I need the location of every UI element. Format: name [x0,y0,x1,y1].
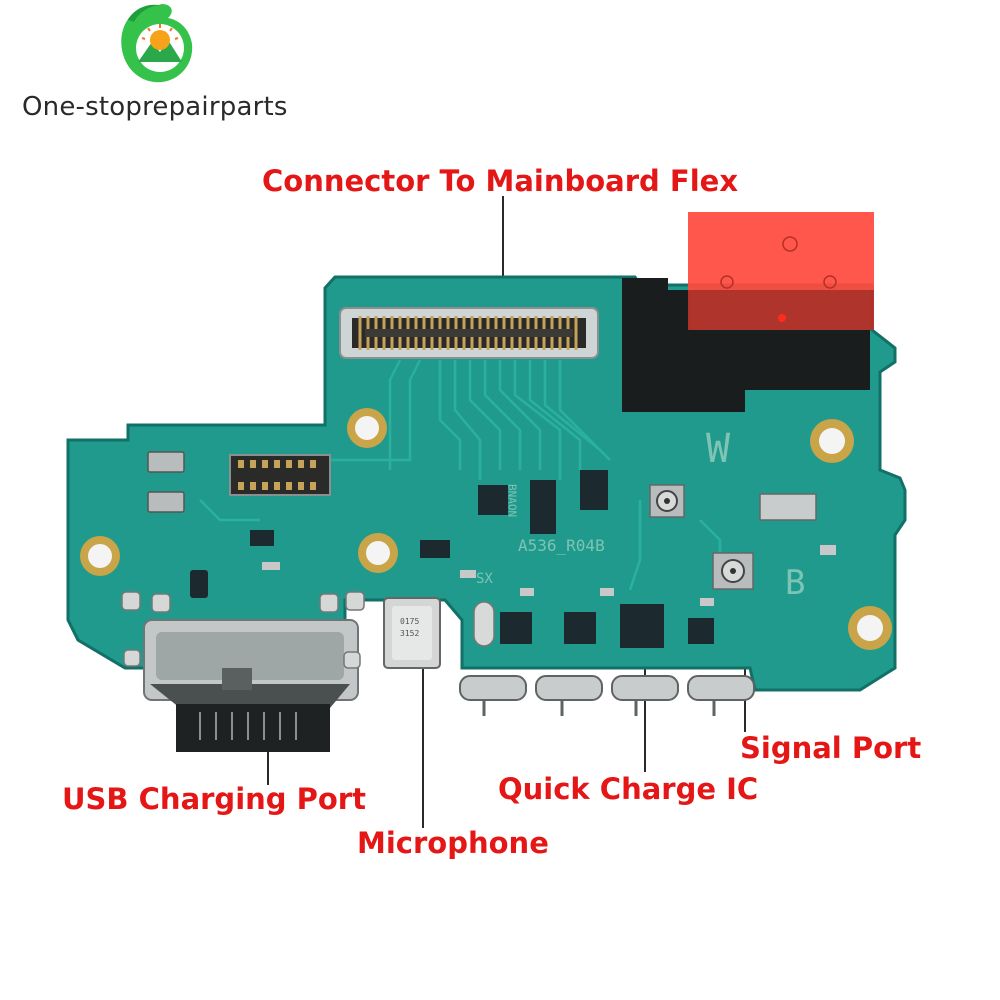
board-to-board-connector [339,307,599,359]
microphone-component: 0175 3152 [383,597,441,669]
usb-charging-port-label: USB Charging Port [62,782,366,816]
signal-port-label: Signal Port [740,731,922,765]
small-fpc-connector [229,454,331,496]
silk-model: A536_R04B [518,536,605,555]
microphone-label: Microphone [357,826,549,860]
silk-b: B [785,563,805,603]
leaf-mountain-logo-icon [121,4,193,83]
silk-vertical: BNAON [506,484,519,517]
quick-charge-ic-label: Quick Charge IC [498,772,759,806]
usb-c-port [143,619,359,752]
svg-text:0175: 0175 [400,617,419,626]
mounting-holes [80,408,892,650]
connector-label: Connector To Mainboard Flex [262,164,739,198]
side-button-contacts [459,675,755,701]
silk-sx: SX [476,571,493,587]
silk-w: W [706,426,731,472]
signal-port-connectors [649,484,817,590]
svg-text:3152: 3152 [400,629,419,638]
black-shield [622,278,870,412]
brand-name: One-stoprepairparts [22,92,288,122]
